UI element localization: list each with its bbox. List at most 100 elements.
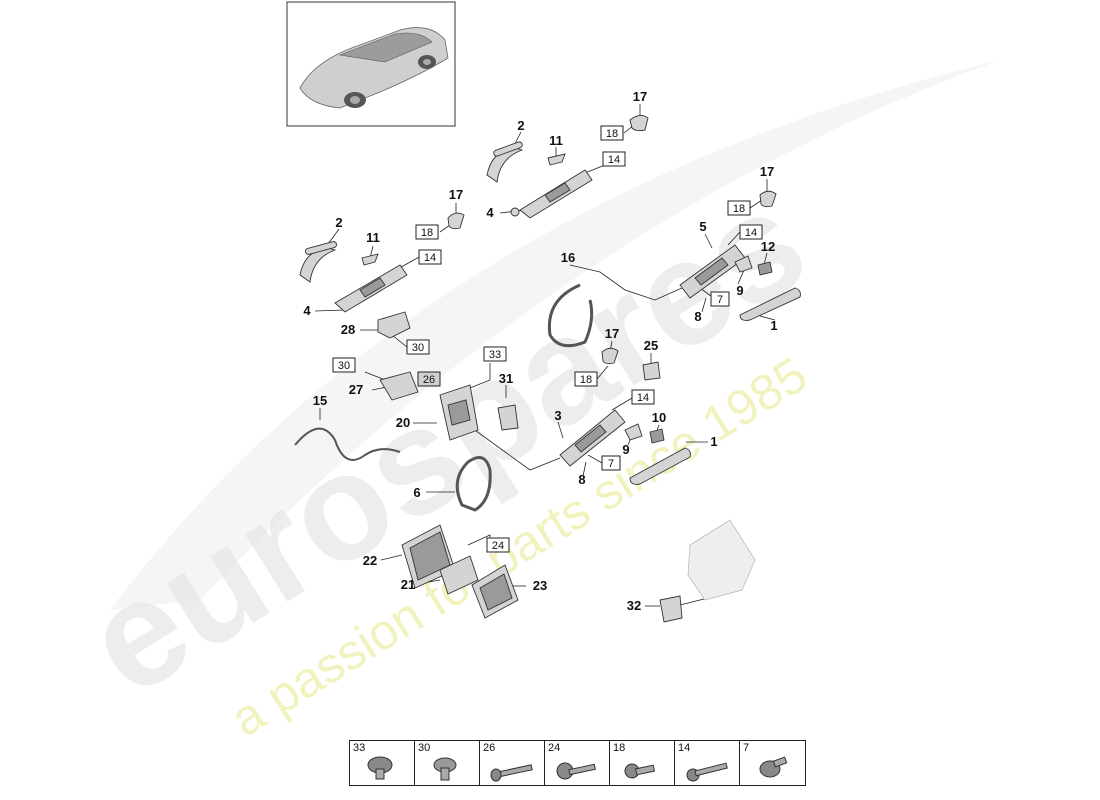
legend-cell[interactable]: 7: [740, 741, 805, 785]
ref-box-18-a[interactable]: 18: [600, 125, 624, 141]
actuator-21[interactable]: [439, 555, 479, 595]
flange-screw-icon: [759, 756, 788, 778]
callout[interactable]: 31: [499, 371, 513, 386]
cap-10[interactable]: [649, 428, 665, 444]
housing-23[interactable]: [471, 564, 519, 619]
callout[interactable]: 22: [363, 553, 377, 568]
seal-rear-upper[interactable]: [547, 153, 566, 166]
ref-box-26[interactable]: 26: [417, 371, 441, 387]
callout[interactable]: 5: [699, 219, 706, 234]
ref-box-14-c[interactable]: 14: [739, 224, 763, 240]
legend-number: 24: [548, 742, 561, 754]
svg-text:14: 14: [745, 227, 757, 239]
legend-cell[interactable]: 33: [350, 741, 415, 785]
car-thumbnail[interactable]: [286, 1, 456, 127]
seal-9-lower[interactable]: [624, 423, 643, 441]
cover-cap-rear-upper[interactable]: [629, 115, 649, 132]
callout[interactable]: 16: [561, 250, 575, 265]
bracket-27[interactable]: [379, 371, 419, 401]
callout[interactable]: 2: [517, 118, 524, 133]
exterior-handle-front-right[interactable]: [739, 287, 801, 321]
callout[interactable]: 23: [533, 578, 547, 593]
seal-9-upper[interactable]: [734, 255, 753, 273]
callout[interactable]: 2: [335, 215, 342, 230]
callout[interactable]: 6: [413, 485, 420, 500]
bowden-cable-16[interactable]: [547, 283, 594, 348]
exterior-handle-rear-upper[interactable]: [486, 141, 524, 183]
callout[interactable]: 27: [349, 382, 363, 397]
callout[interactable]: 9: [622, 442, 629, 457]
cap-17-right[interactable]: [759, 190, 777, 208]
callout[interactable]: 20: [396, 415, 410, 430]
legend-number: 18: [613, 742, 626, 754]
callout[interactable]: 17: [760, 164, 774, 179]
callout[interactable]: 32: [627, 598, 641, 613]
ref-box-24[interactable]: 24: [486, 537, 510, 553]
callout[interactable]: 4: [303, 303, 311, 318]
callout[interactable]: 4: [486, 205, 494, 220]
callout[interactable]: 21: [401, 577, 415, 592]
svg-text:18: 18: [733, 203, 745, 215]
callout[interactable]: 11: [549, 133, 563, 148]
callout[interactable]: 3: [554, 408, 561, 423]
cap-12[interactable]: [757, 261, 773, 276]
callout[interactable]: 10: [652, 410, 666, 425]
torx-flange-bolt-icon: [367, 756, 393, 780]
callout[interactable]: 28: [341, 322, 355, 337]
cover-cap-front-upper[interactable]: [447, 212, 465, 230]
cable-15[interactable]: [294, 427, 401, 461]
legend-cell[interactable]: 24: [545, 741, 610, 785]
legend-number: 14: [678, 742, 691, 754]
callout[interactable]: 1: [770, 318, 777, 333]
fastener-legend: 33 30 26 24 18 14 7: [349, 740, 806, 786]
callout-labels: 2 11 17 4 2 11 17 4 28 16 5 17 12 9 8 1 …: [303, 89, 777, 613]
washer-bolt-icon: [556, 762, 596, 780]
exterior-handle-front-upper[interactable]: [299, 241, 338, 283]
callout[interactable]: 17: [605, 326, 619, 341]
legend-cell[interactable]: 18: [610, 741, 675, 785]
svg-text:18: 18: [580, 374, 592, 386]
ref-box-14-d[interactable]: 14: [631, 389, 655, 405]
callout[interactable]: 9: [736, 283, 743, 298]
callout[interactable]: 17: [633, 89, 647, 104]
exterior-handle-rear-lower[interactable]: [629, 447, 691, 485]
door-seal-6[interactable]: [455, 456, 492, 512]
legend-cell[interactable]: 14: [675, 741, 740, 785]
watermark-swoosh: [110, 60, 1000, 610]
leader-lines: [314, 104, 776, 607]
callout[interactable]: 25: [644, 338, 658, 353]
ref-box-30-a[interactable]: 30: [406, 339, 430, 355]
legend-cell[interactable]: 26: [480, 741, 545, 785]
svg-text:24: 24: [492, 540, 504, 552]
ref-box-18-b[interactable]: 18: [415, 224, 439, 240]
legend-number: 30: [418, 742, 431, 754]
ref-box-30-b[interactable]: 30: [332, 357, 356, 373]
callout[interactable]: 8: [578, 472, 585, 487]
handle-carrier-rear-upper[interactable]: [510, 169, 593, 219]
seal-front-upper[interactable]: [361, 253, 379, 266]
callout[interactable]: 17: [449, 187, 463, 202]
handle-carrier-front-upper[interactable]: [334, 264, 408, 313]
ref-box-14-a[interactable]: 14: [602, 151, 626, 167]
ref-box-7-b[interactable]: 7: [601, 455, 621, 471]
ref-box-18-d[interactable]: 18: [574, 371, 598, 387]
cap-17-mid[interactable]: [601, 347, 619, 365]
callout[interactable]: 12: [761, 239, 775, 254]
callout[interactable]: 15: [313, 393, 327, 408]
svg-text:18: 18: [606, 128, 618, 140]
handle-carrier-rear-lower[interactable]: [559, 409, 626, 467]
cover-31[interactable]: [497, 404, 519, 431]
callout[interactable]: 8: [694, 309, 701, 324]
ref-box-33[interactable]: 33: [483, 346, 507, 362]
door-lock-20[interactable]: [439, 384, 479, 441]
callout[interactable]: 1: [710, 434, 717, 449]
bracket-25[interactable]: [642, 361, 661, 381]
ref-box-18-c[interactable]: 18: [727, 200, 751, 216]
ref-box-14-b[interactable]: 14: [418, 249, 442, 265]
bracket-32[interactable]: [659, 595, 683, 623]
long-screw-icon: [686, 762, 728, 782]
callout[interactable]: 11: [366, 230, 380, 245]
bracket-28[interactable]: [377, 311, 411, 339]
ref-box-7-a[interactable]: 7: [710, 291, 730, 307]
legend-cell[interactable]: 30: [415, 741, 480, 785]
